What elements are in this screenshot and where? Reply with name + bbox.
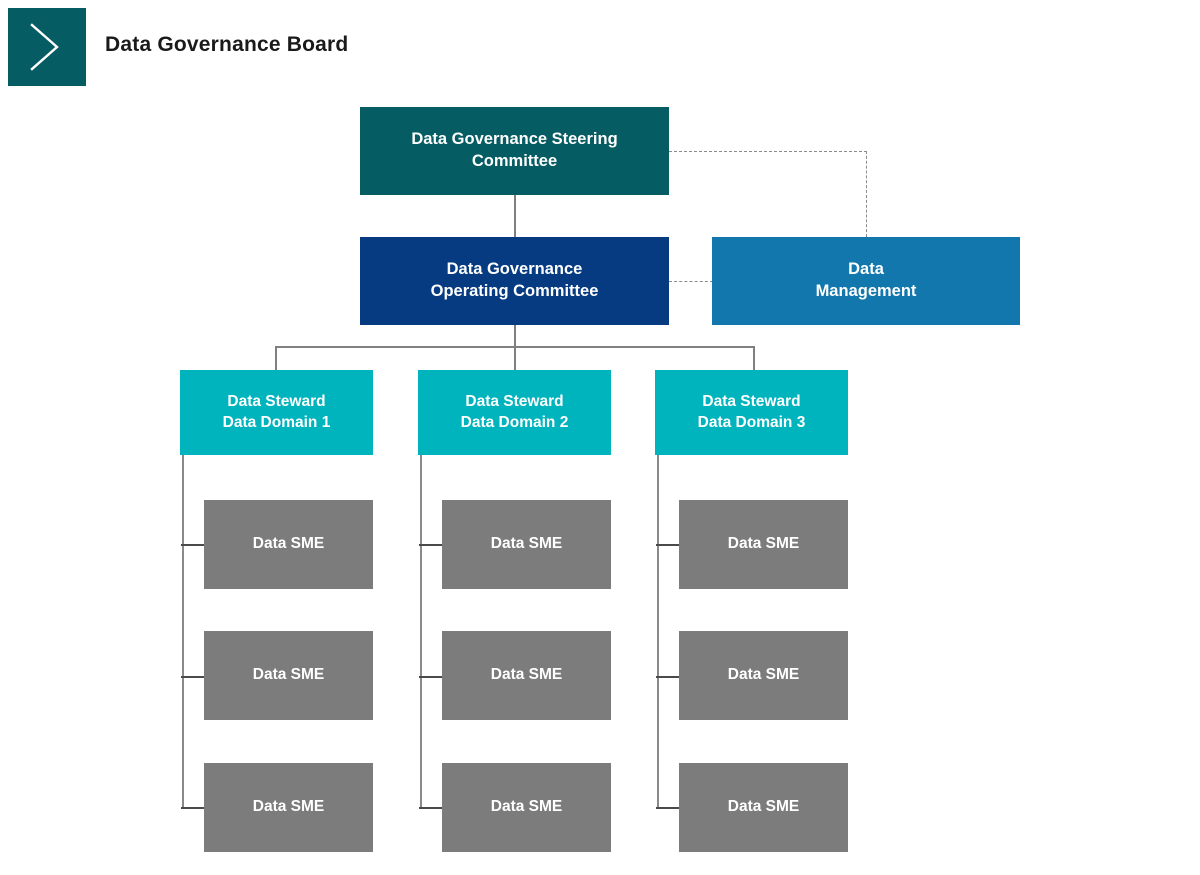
node-data-steward-domain-1[interactable]: Data Steward Data Domain 1 (180, 370, 373, 455)
stub-steward-2-sme-3 (419, 807, 443, 809)
dashed-connector-steering-to-data-management-horizontal (669, 151, 867, 152)
spine-steward-1 (182, 455, 184, 807)
stub-steward-3-sme-3 (656, 807, 680, 809)
connector-bus-to-steward-3 (753, 346, 755, 370)
node-operating-committee-line2: Operating Committee (430, 282, 599, 300)
stub-steward-3-sme-2 (656, 676, 680, 678)
spine-steward-3 (657, 455, 659, 807)
node-data-steward-domain-3[interactable]: Data Steward Data Domain 3 (655, 370, 848, 455)
connector-operating-to-bus (514, 325, 516, 370)
node-data-sme-label: Data SME (727, 798, 800, 816)
node-data-sme-label: Data SME (490, 798, 563, 816)
stub-steward-2-sme-2 (419, 676, 443, 678)
stub-steward-1-sme-2 (181, 676, 205, 678)
stub-steward-3-sme-1 (656, 544, 680, 546)
node-data-sme[interactable]: Data SME (679, 631, 848, 720)
dashed-connector-steering-to-data-management-vertical (866, 151, 867, 237)
connector-bus-to-steward-1 (275, 346, 277, 370)
node-data-sme-label: Data SME (490, 666, 563, 684)
node-data-steward-domain-3-line2: Data Domain 3 (697, 413, 806, 431)
node-data-sme[interactable]: Data SME (679, 763, 848, 852)
node-data-sme[interactable]: Data SME (442, 500, 611, 589)
stub-steward-1-sme-3 (181, 807, 205, 809)
chevron-right-icon (8, 8, 86, 86)
node-data-management-line2: Management (815, 282, 917, 300)
node-data-sme-label: Data SME (252, 666, 325, 684)
node-data-management-line1: Data (848, 260, 884, 279)
connector-steering-to-operating (514, 195, 516, 237)
node-data-sme-label: Data SME (727, 535, 800, 553)
node-data-sme-label: Data SME (490, 535, 563, 553)
node-operating-committee-line1: Data Governance (446, 260, 583, 279)
node-data-sme[interactable]: Data SME (442, 763, 611, 852)
node-data-steward-domain-3-line1: Data Steward (702, 393, 801, 411)
spine-steward-2 (420, 455, 422, 807)
node-data-sme[interactable]: Data SME (442, 631, 611, 720)
node-data-steward-domain-1-line2: Data Domain 1 (222, 413, 331, 431)
node-steering-committee[interactable]: Data Governance Steering Committee (360, 107, 669, 195)
node-data-sme[interactable]: Data SME (679, 500, 848, 589)
connector-steward-bus (275, 346, 754, 348)
page-title: Data Governance Board (105, 33, 349, 56)
node-data-management[interactable]: Data Management (712, 237, 1020, 325)
node-data-sme[interactable]: Data SME (204, 631, 373, 720)
node-steering-committee-line2: Committee (471, 152, 558, 170)
node-data-steward-domain-1-line1: Data Steward (227, 393, 326, 411)
node-data-sme-label: Data SME (252, 535, 325, 553)
node-data-sme[interactable]: Data SME (204, 763, 373, 852)
node-steering-committee-line1: Data Governance Steering (411, 130, 618, 149)
node-data-sme-label: Data SME (252, 798, 325, 816)
node-operating-committee[interactable]: Data Governance Operating Committee (360, 237, 669, 325)
node-data-sme-label: Data SME (727, 666, 800, 684)
node-data-steward-domain-2[interactable]: Data Steward Data Domain 2 (418, 370, 611, 455)
node-data-steward-domain-2-line1: Data Steward (465, 393, 564, 411)
stub-steward-2-sme-1 (419, 544, 443, 546)
dashed-connector-operating-to-data-management (669, 281, 713, 282)
stub-steward-1-sme-1 (181, 544, 205, 546)
node-data-steward-domain-2-line2: Data Domain 2 (460, 413, 569, 431)
node-data-sme[interactable]: Data SME (204, 500, 373, 589)
